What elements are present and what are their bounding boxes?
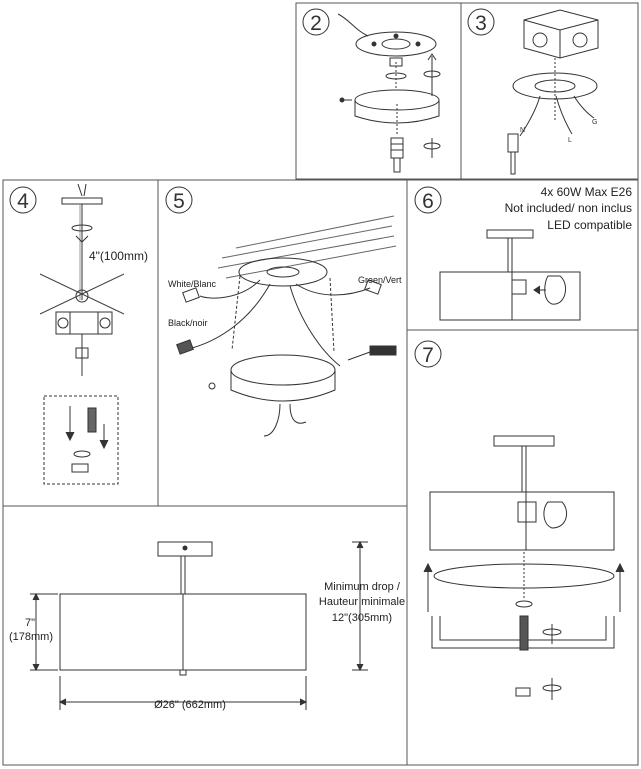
step-3-badge (467, 8, 495, 36)
step-4-badge (9, 186, 37, 214)
step-6-illustration (439, 229, 581, 321)
step-4-illustration (39, 183, 125, 485)
step-3-wire-n: N (520, 127, 525, 134)
step-6-badge (414, 186, 442, 214)
step-4-panel: 4 4"(100mm) (9, 183, 148, 485)
step-3-panel: 3 N L G (467, 8, 599, 175)
height-inches: 7" (25, 617, 35, 629)
step-6-number: 6 (422, 190, 434, 213)
drop-dimension-line (352, 540, 368, 672)
diameter-label: Ø26" (662mm) (154, 699, 226, 711)
step-5-number: 5 (173, 190, 185, 213)
step-7-illustration (423, 435, 625, 700)
min-drop-line3: 12"(305mm) (332, 612, 392, 624)
step-4-length-label: 4"(100mm) (89, 249, 148, 263)
step-7-panel: 7 (414, 340, 625, 700)
step-3-illustration: N L G (507, 9, 599, 175)
min-drop-line2: Hauteur minimale (319, 596, 405, 608)
height-dimension-line (30, 592, 58, 672)
step-6-led-compatible: LED compatible (547, 218, 632, 232)
step-3-wire-g: G (592, 119, 597, 126)
step-6-bulb-spec: 4x 60W Max E26 (541, 185, 633, 199)
width-dimension-line (58, 676, 308, 710)
step-7-badge (414, 340, 442, 368)
step-2-panel: 2 (302, 8, 441, 173)
step-4-number: 4 (17, 190, 29, 213)
step-6-not-included: Not included/ non inclus (505, 201, 632, 215)
step-3-number: 3 (475, 12, 487, 35)
height-mm: (178mm) (9, 631, 53, 643)
step-5-green-label: Green/Vert (358, 275, 402, 285)
step-5-black-label: Black/noir (168, 318, 208, 328)
step-2-badge (302, 8, 330, 36)
step-5-illustration (176, 215, 397, 437)
step-5-badge (165, 186, 193, 214)
step-6-panel: 6 4x 60W Max E26 Not included/ non inclu… (414, 185, 633, 321)
step-7-number: 7 (422, 344, 434, 367)
step-2-number: 2 (310, 12, 322, 35)
min-drop-line1: Minimum drop / (324, 581, 401, 593)
step-5-panel: 5 White/Blanc Black/noir Green/ (165, 186, 402, 437)
step-2-illustration (337, 13, 441, 173)
step-3-wire-l: L (568, 137, 572, 144)
step-5-white-label: White/Blanc (168, 279, 217, 289)
fixture-drawing (59, 541, 307, 676)
dimension-panel: 7" (178mm) Ø26" (662mm) Minimum drop / H… (9, 540, 405, 711)
